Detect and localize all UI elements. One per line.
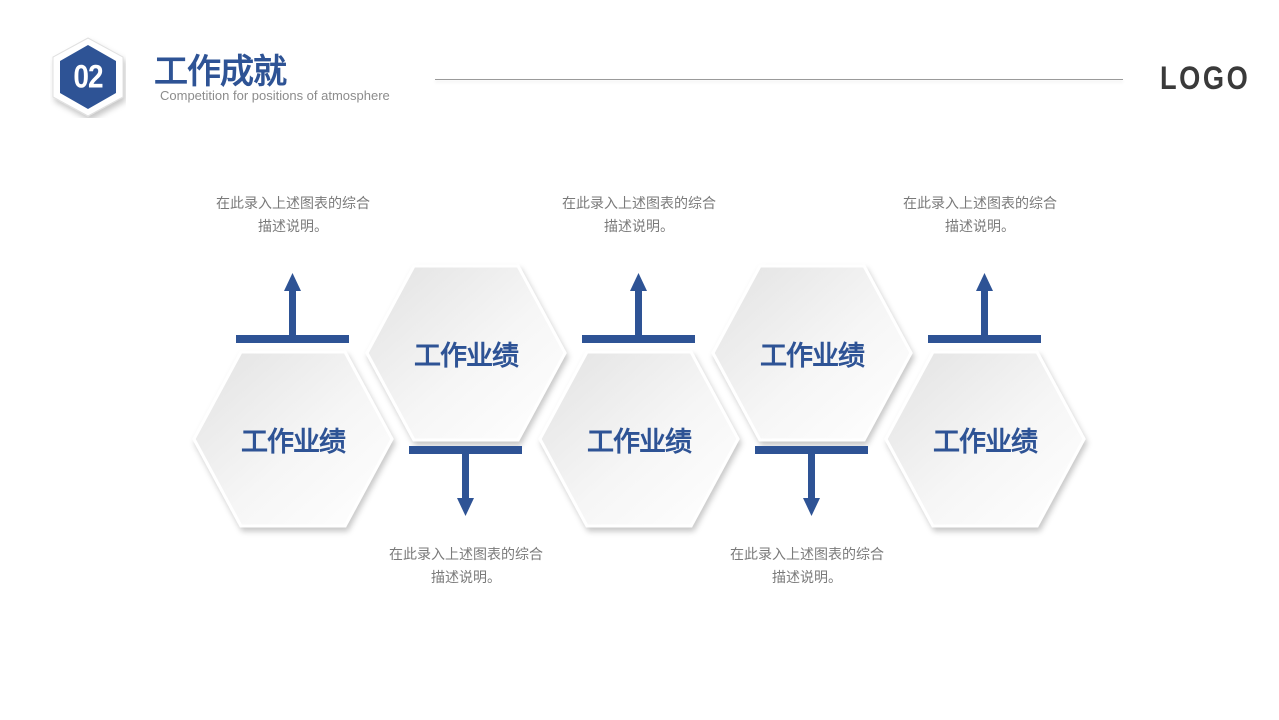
- hexagon-shape-icon: [365, 264, 567, 442]
- description-line: 在此录入上述图表的综合: [389, 547, 543, 563]
- description-text: 在此录入上述图表的综合 描述说明。: [880, 193, 1080, 239]
- up-arrow-icon: [582, 273, 695, 343]
- description-line: 描述说明。: [258, 219, 328, 235]
- hexagon-shape-icon: [711, 264, 913, 442]
- description-text: 在此录入上述图表的综合 描述说明。: [539, 193, 739, 239]
- up-arrow-connector: [582, 270, 696, 350]
- section-badge: 02: [50, 36, 126, 118]
- description-text: 在此录入上述图表的综合 描述说明。: [366, 544, 566, 590]
- hexagon-label: 工作业绩: [414, 340, 519, 372]
- page-subtitle: Competition for positions of atmosphere: [160, 88, 390, 103]
- down-arrow-connector: [409, 443, 523, 523]
- hexagon-shape-icon: [538, 350, 740, 528]
- hexagon-label: 工作业绩: [760, 340, 865, 372]
- description-line: 描述说明。: [772, 570, 842, 586]
- hexagon-card: 工作业绩: [191, 349, 395, 529]
- description-line: 在此录入上述图表的综合: [562, 196, 716, 212]
- down-arrow-icon: [409, 446, 522, 516]
- down-arrow-icon: [755, 446, 868, 516]
- hexagon-label: 工作业绩: [933, 426, 1038, 458]
- up-arrow-icon: [928, 273, 1041, 343]
- up-arrow-connector: [236, 270, 350, 350]
- description-line: 描述说明。: [945, 219, 1015, 235]
- up-arrow-connector: [928, 270, 1042, 350]
- hexagon-card: 工作业绩: [883, 349, 1087, 529]
- description-line: 描述说明。: [604, 219, 674, 235]
- page-title: 工作成就: [154, 52, 287, 92]
- down-arrow-connector: [755, 443, 869, 523]
- hexagon-badge-icon: [52, 37, 124, 117]
- description-line: 描述说明。: [431, 570, 501, 586]
- up-arrow-icon: [236, 273, 349, 343]
- hexagon-shape-icon: [192, 350, 394, 528]
- hexagon-card: 工作业绩: [710, 263, 914, 443]
- description-text: 在此录入上述图表的综合 描述说明。: [707, 544, 907, 590]
- hexagon-label: 工作业绩: [587, 426, 692, 458]
- section-number: 02: [73, 58, 103, 95]
- header-divider: [435, 79, 1123, 80]
- hexagon-card: 工作业绩: [537, 349, 741, 529]
- description-text: 在此录入上述图表的综合 描述说明。: [193, 193, 393, 239]
- hexagon-label: 工作业绩: [241, 426, 346, 458]
- logo: LOGO: [1160, 60, 1251, 96]
- hexagon-shape-icon: [884, 350, 1086, 528]
- description-line: 在此录入上述图表的综合: [216, 196, 370, 212]
- hexagon-card: 工作业绩: [364, 263, 568, 443]
- description-line: 在此录入上述图表的综合: [730, 547, 884, 563]
- description-line: 在此录入上述图表的综合: [903, 196, 1057, 212]
